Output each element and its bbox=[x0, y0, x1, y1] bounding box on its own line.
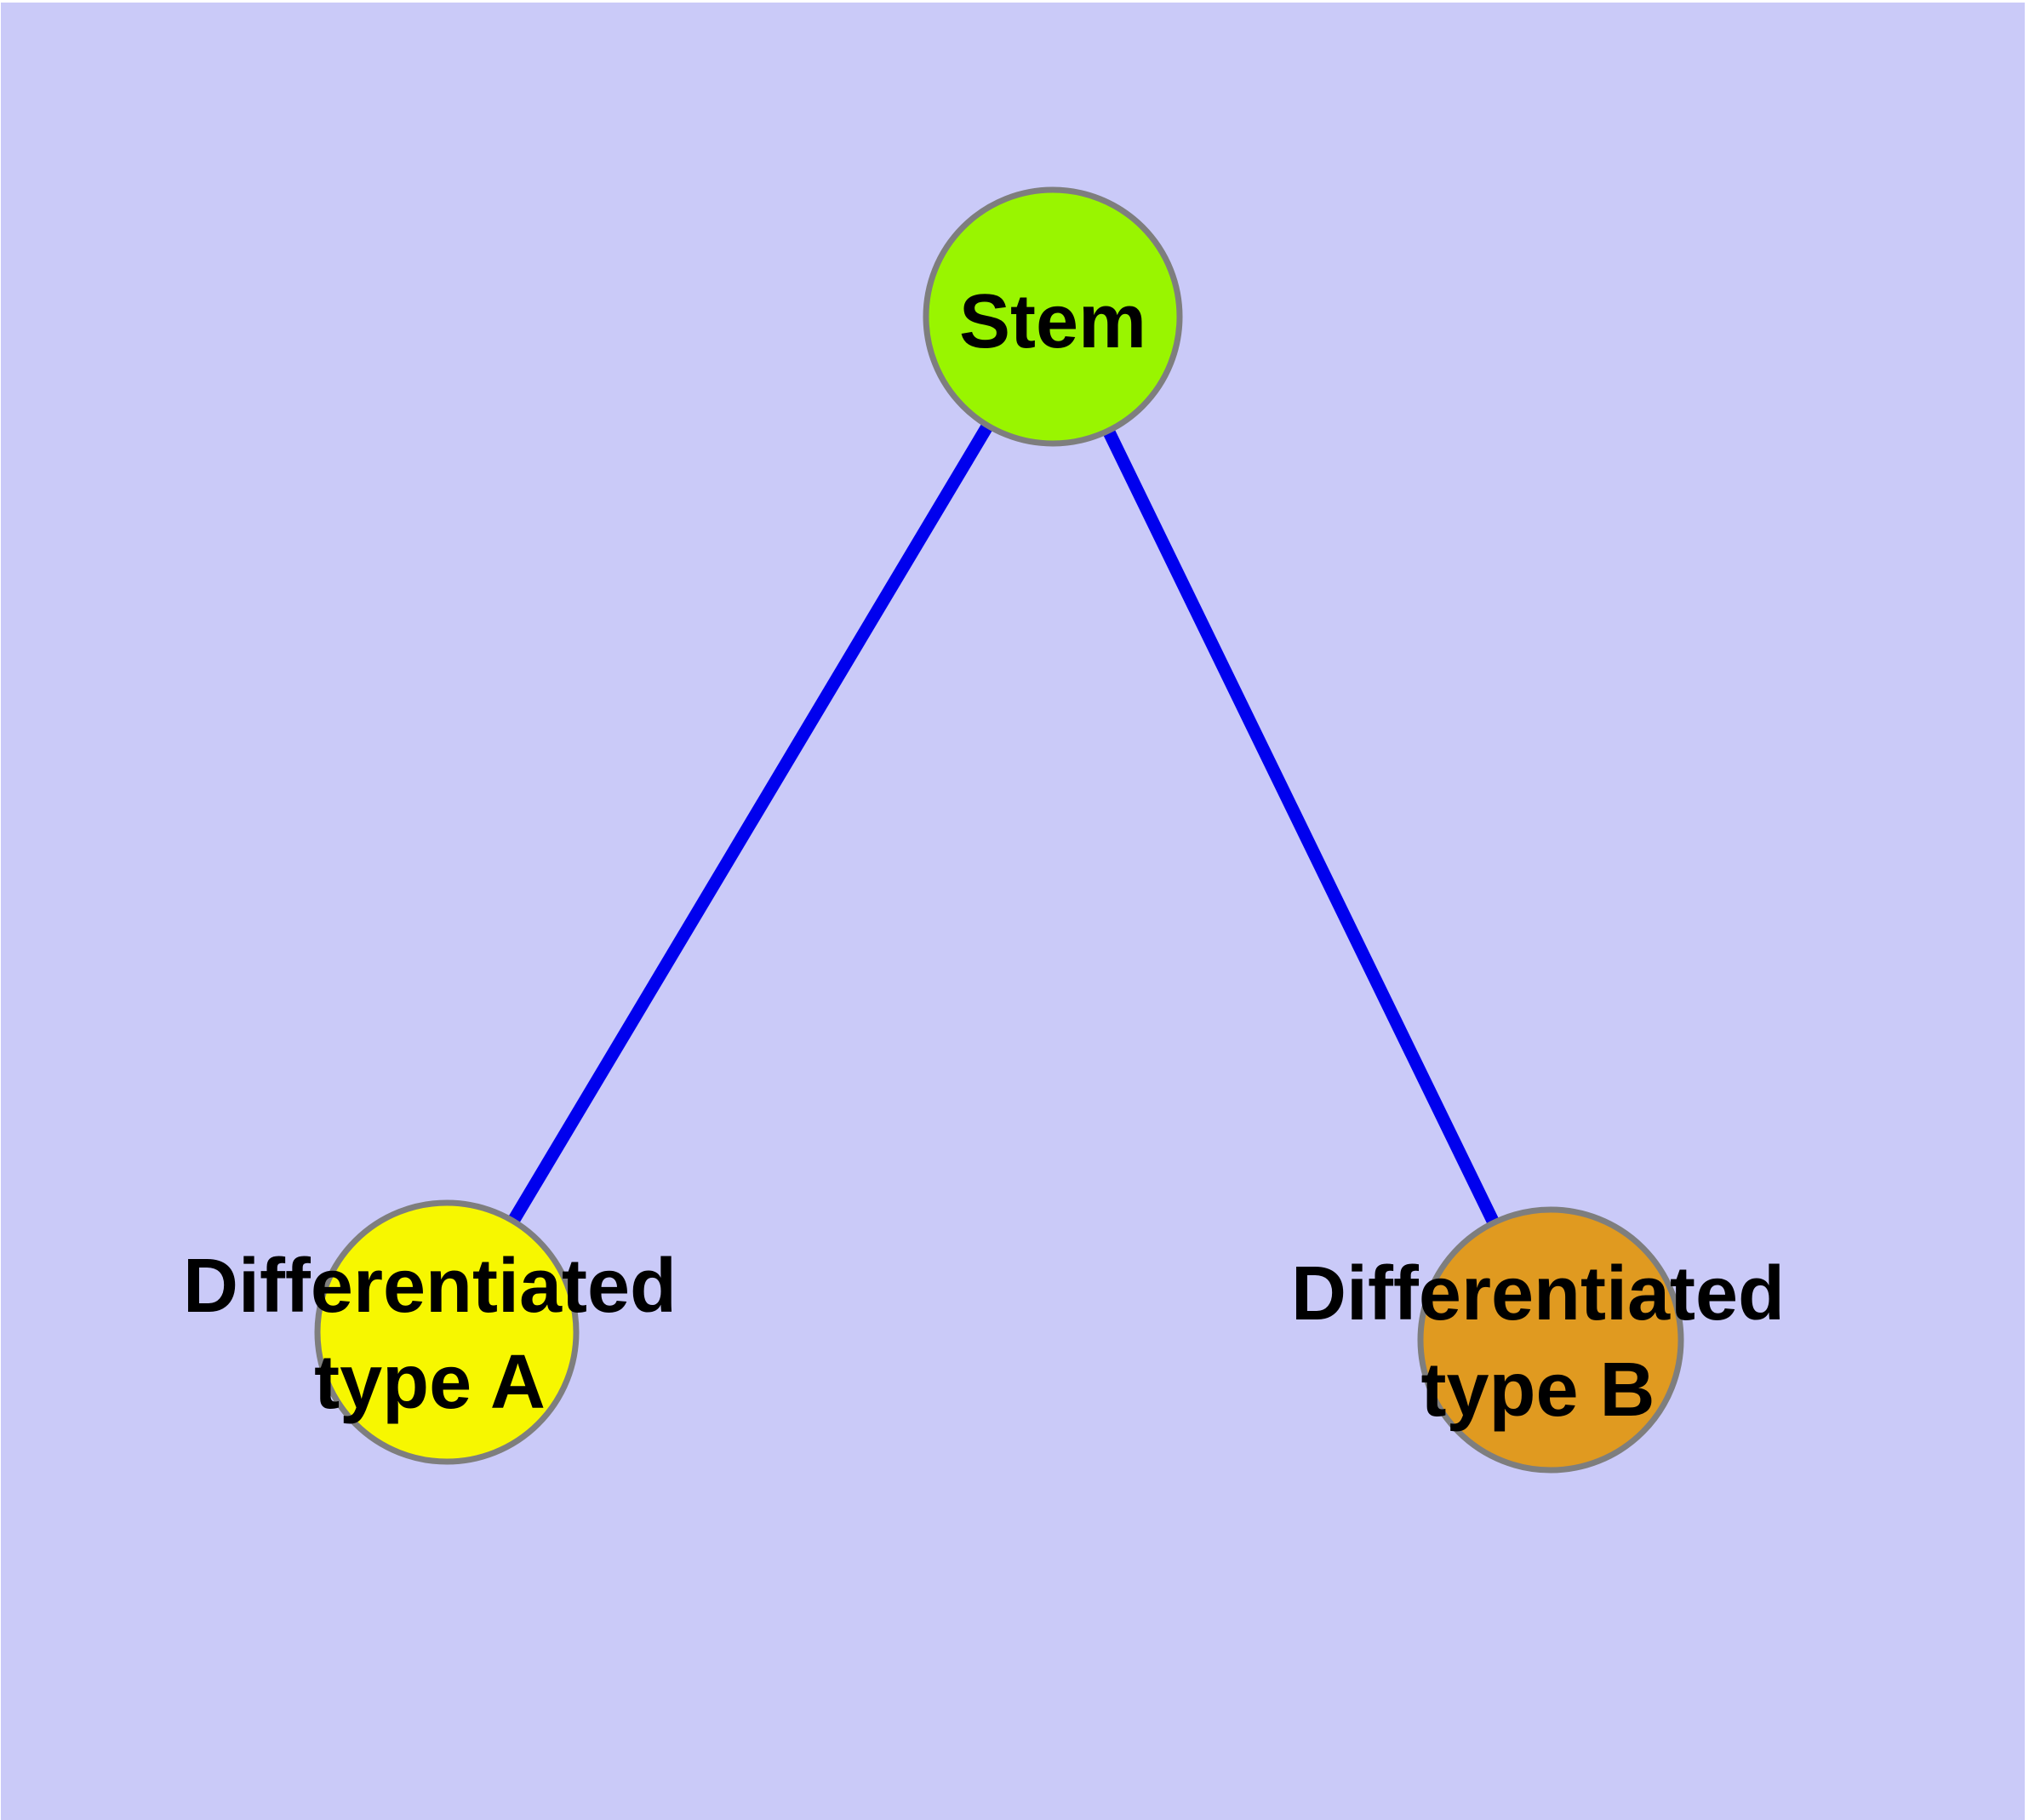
node-label-stem: Stem bbox=[959, 279, 1146, 364]
node-label-line: type B bbox=[1420, 1348, 1655, 1433]
node-label-type-a: Differentiated type A bbox=[183, 1244, 677, 1425]
node-label-line: Stem bbox=[959, 279, 1146, 364]
node-label-line: Differentiated bbox=[183, 1244, 677, 1329]
node-label-line: Differentiated bbox=[1291, 1251, 1785, 1336]
edge-stem-to-type-a bbox=[441, 313, 1059, 1336]
edges-layer bbox=[441, 313, 1557, 1343]
node-label-line: type A bbox=[314, 1340, 546, 1425]
edge-stem-to-type-b bbox=[1047, 313, 1557, 1343]
node-circle-stem bbox=[923, 186, 1183, 447]
nodes-layer bbox=[314, 186, 1684, 1474]
node-circle-type-b bbox=[1417, 1206, 1684, 1474]
node-circle-type-a bbox=[314, 1199, 580, 1465]
node-label-type-b: Differentiated type B bbox=[1291, 1251, 1785, 1433]
